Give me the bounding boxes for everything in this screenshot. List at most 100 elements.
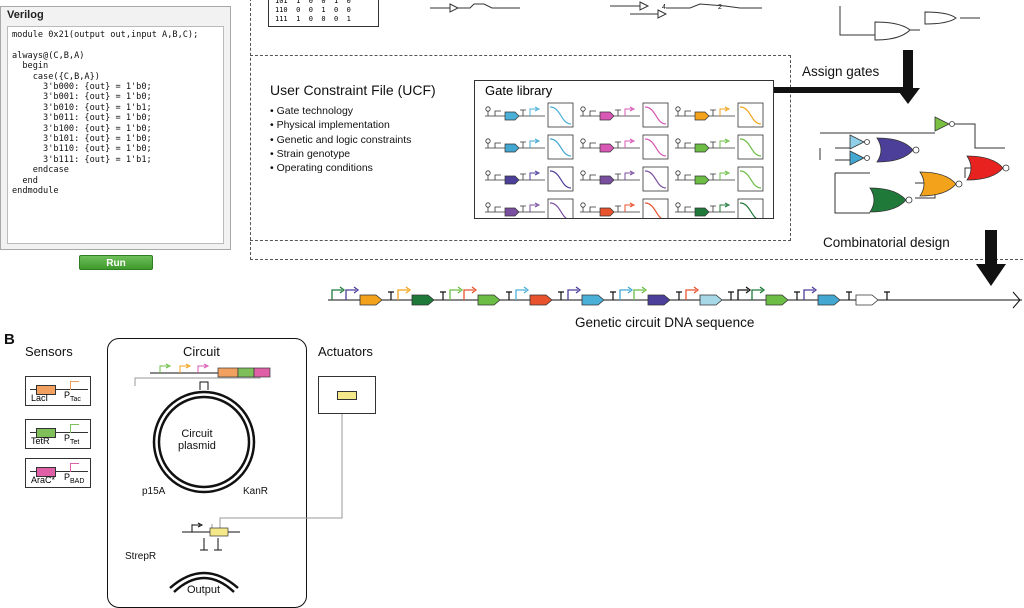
ucf-item: Strain genotype bbox=[270, 147, 411, 161]
terminator-symbol bbox=[728, 291, 734, 300]
nor-gate bbox=[869, 187, 907, 213]
promoter-symbol bbox=[463, 289, 474, 300]
ucf-dashed-box bbox=[250, 55, 791, 241]
assigned-gate-circuit bbox=[819, 116, 1010, 214]
promoter-symbol bbox=[619, 289, 630, 300]
response-curve-box bbox=[547, 198, 574, 218]
circuit-plasmid-ring bbox=[152, 390, 256, 494]
gate-library-entry bbox=[485, 134, 574, 160]
actuator-part bbox=[337, 391, 357, 400]
verilog-code-editor[interactable]: module 0x21(output out,input A,B,C); alw… bbox=[7, 26, 224, 244]
promoter-symbol bbox=[567, 289, 578, 300]
promoter-symbol bbox=[737, 289, 748, 300]
ucf-item: Gate technology bbox=[270, 104, 411, 118]
not-gate bbox=[849, 134, 865, 150]
sensor-promoter-label: PTet bbox=[64, 433, 80, 446]
ucf-item: Operating conditions bbox=[270, 161, 411, 175]
truth-table-row: 101 1 0 0 1 0 bbox=[275, 0, 351, 5]
svg-text:2: 2 bbox=[718, 4, 722, 11]
promoter-symbol bbox=[331, 289, 342, 300]
verilog-title: Verilog bbox=[7, 9, 44, 21]
terminator-symbol bbox=[199, 381, 209, 390]
part-block bbox=[253, 367, 271, 378]
sensor-protein-part bbox=[36, 467, 56, 477]
response-curve bbox=[644, 202, 662, 218]
sensor-promoter-label: PTac bbox=[64, 390, 81, 403]
sensor-box: AraC*PBAD bbox=[25, 458, 91, 488]
p15a-label: p15A bbox=[142, 486, 166, 497]
response-curve bbox=[549, 170, 572, 189]
response-curve-box bbox=[642, 198, 669, 218]
kanr-label: KanR bbox=[243, 486, 269, 497]
sensors-title: Sensors bbox=[25, 344, 73, 359]
nor-gate bbox=[966, 155, 1004, 181]
gene-arrow bbox=[529, 294, 553, 306]
response-curve bbox=[644, 106, 667, 125]
promoter-symbol bbox=[685, 289, 696, 300]
sensor-protein-label: LacI bbox=[31, 393, 49, 403]
terminator-symbol bbox=[506, 291, 512, 300]
dna-line bbox=[30, 471, 88, 472]
dna-line bbox=[30, 432, 88, 433]
promoter-symbol bbox=[449, 289, 460, 300]
ucf-title: User Constraint File (UCF) bbox=[270, 82, 436, 98]
not-gate bbox=[849, 150, 865, 166]
sensor-protein-part bbox=[36, 428, 56, 438]
sensor-protein-part bbox=[36, 385, 56, 395]
promoter-icon bbox=[70, 381, 79, 390]
gene-arrow bbox=[765, 294, 789, 306]
ucf-list: Gate technology Physical implementation … bbox=[270, 104, 412, 175]
strepr-label: StrepR bbox=[125, 551, 157, 562]
circuit-title: Circuit bbox=[183, 344, 220, 359]
output-plasmid-label: Output bbox=[187, 584, 221, 596]
response-curve bbox=[739, 106, 762, 125]
terminator-symbol bbox=[884, 291, 890, 300]
response-curve bbox=[739, 170, 762, 189]
dna-line bbox=[30, 389, 88, 390]
terminator-symbol bbox=[846, 291, 852, 300]
response-curve bbox=[739, 138, 762, 157]
design-flow-box bbox=[250, 0, 1024, 260]
response-curve bbox=[549, 202, 567, 218]
dna-sequence bbox=[328, 286, 1022, 309]
promoter-icon bbox=[70, 424, 79, 433]
gene-arrow bbox=[647, 294, 671, 306]
response-curve bbox=[549, 138, 572, 157]
connector-line bbox=[774, 87, 908, 93]
terminator-symbol bbox=[388, 291, 394, 300]
nor-gate bbox=[876, 137, 914, 163]
plasmid-diagram bbox=[134, 363, 343, 593]
response-curve bbox=[549, 106, 572, 125]
sensor-protein-label: TetR bbox=[31, 436, 50, 446]
not-gate bbox=[934, 116, 950, 132]
gate-library: Gate library bbox=[474, 80, 774, 219]
terminator-symbol bbox=[676, 291, 682, 300]
gene-arrow bbox=[359, 294, 383, 306]
gate-library-entry bbox=[675, 166, 764, 192]
run-button[interactable]: Run bbox=[79, 255, 153, 270]
circuit-plasmid-label: Circuit plasmid bbox=[178, 428, 216, 452]
terminator-symbol bbox=[440, 291, 446, 300]
gate-library-entry bbox=[675, 134, 764, 160]
ucf-item: Physical implementation bbox=[270, 118, 411, 132]
gene-arrow bbox=[817, 294, 841, 306]
promoter-symbol bbox=[345, 289, 356, 300]
gene-arrow bbox=[855, 294, 879, 306]
gate-library-entry bbox=[485, 166, 574, 192]
response-curve bbox=[739, 202, 757, 218]
gate-library-entry bbox=[580, 102, 669, 128]
ucf-item: Genetic and logic constraints bbox=[270, 133, 412, 147]
promoter-symbol bbox=[515, 289, 526, 300]
gate-library-entry bbox=[580, 166, 669, 192]
svg-text:4: 4 bbox=[662, 4, 666, 11]
response-curve bbox=[644, 170, 667, 189]
promoter-symbol bbox=[633, 289, 644, 300]
gate-library-entry bbox=[675, 198, 764, 218]
gate-library-grid bbox=[485, 102, 764, 218]
actuator-box bbox=[318, 376, 376, 414]
sensor-protein-label: AraC* bbox=[31, 475, 56, 485]
gate-library-title: Gate library bbox=[485, 83, 553, 98]
gate-library-entry bbox=[580, 198, 669, 218]
response-curve-box bbox=[642, 102, 669, 128]
